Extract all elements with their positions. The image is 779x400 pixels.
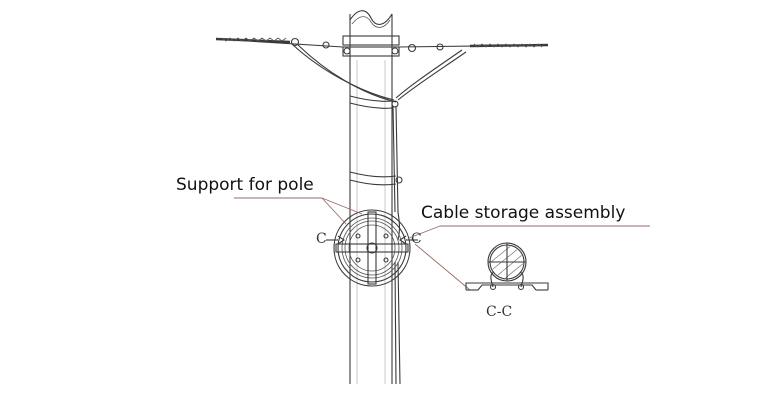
section-view-cc: C-C: [465, 242, 549, 320]
down-cable: [349, 105, 403, 385]
overhead-cable: [215, 37, 549, 53]
section-cut-marks: C C: [316, 231, 422, 247]
cable-storage-coil: [333, 209, 411, 287]
label-cable-storage-assembly: Cable storage assembly: [421, 203, 625, 223]
top-clamp: [342, 35, 400, 57]
pole: [349, 10, 393, 384]
leader-lines: [234, 197, 650, 291]
pole-band: [349, 95, 399, 109]
section-mark-right: C: [411, 231, 422, 247]
drop-cables: [291, 43, 467, 103]
section-title: C-C: [486, 304, 512, 320]
section-mark-left: C: [316, 231, 327, 247]
right-dead-end-grip: [469, 43, 549, 48]
label-support-for-pole: Support for pole: [176, 175, 314, 195]
